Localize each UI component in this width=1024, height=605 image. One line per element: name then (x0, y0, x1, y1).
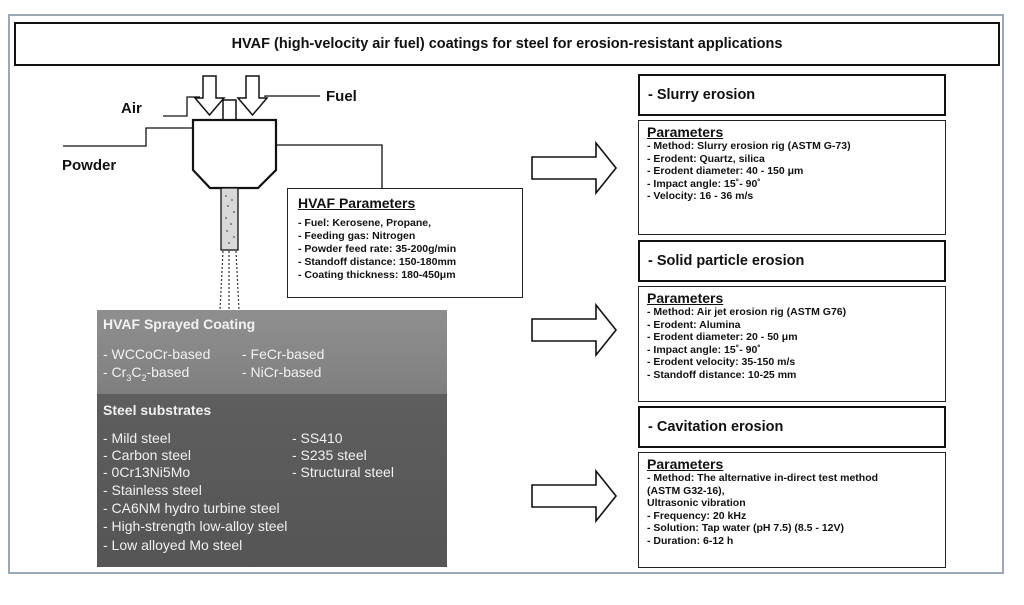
cavitation-param-line: - Solution: Tap water (pH 7.5) (8.5 - 12… (647, 522, 844, 534)
steel-heading: Steel substrates (103, 402, 212, 418)
solid-parameters-heading: Parameters (647, 290, 724, 306)
air-line (163, 96, 200, 117)
steel-item: - Carbon steel (103, 447, 191, 463)
slurry-arrow-icon (531, 140, 618, 196)
fuel-label: Fuel (326, 88, 357, 105)
slurry-erosion-title: - Slurry erosion (648, 87, 756, 103)
cr-sub-2: 2 (141, 372, 147, 383)
cr-suffix: -based (146, 364, 190, 380)
cavitation-erosion-title: - Cavitation erosion (648, 419, 784, 435)
sprayed-coating-layer: HVAF Sprayed Coating - WCCoCr-based - Fe… (97, 310, 447, 394)
powder-label: Powder (62, 157, 117, 174)
coating-item: - NiCr-based (242, 364, 322, 380)
hvaf-param-line: - Feeding gas: Nitrogen (298, 230, 416, 242)
hvaf-parameters-box: HVAF Parameters - Fuel: Kerosene, Propan… (287, 188, 523, 298)
steel-item: - Mild steel (103, 430, 171, 446)
cavitation-arrow-icon (531, 468, 618, 524)
coating-heading: HVAF Sprayed Coating (103, 316, 256, 332)
solid-particle-erosion-title-box: - Solid particle erosion (638, 240, 946, 282)
steel-item: - Stainless steel (103, 482, 202, 498)
solid-param-line: - Erodent diameter: 20 - 50 μm (647, 331, 798, 343)
slurry-erosion-parameters-box: Parameters - Method: Slurry erosion rig … (638, 120, 946, 235)
solid-particle-parameters-box: Parameters - Method: Air jet erosion rig… (638, 286, 946, 402)
powder-line (63, 127, 220, 147)
hvaf-param-line: - Standoff distance: 150-180mm (298, 256, 457, 268)
cavitation-param-line: - Duration: 6-12 h (647, 534, 734, 547)
solid-param-line: - Erodent velocity: 35-150 m/s (647, 356, 796, 368)
hvaf-parameters-heading: HVAF Parameters (298, 195, 416, 211)
slurry-param-line: - Impact angle: 15˚- 90˚ (647, 177, 761, 190)
cavitation-param-line: (ASTM G32-16), (647, 484, 725, 497)
steel-item: - S235 steel (292, 447, 367, 463)
slurry-param-line: - Erodent: Quartz, silica (647, 152, 765, 165)
steel-item: - SS410 (292, 430, 343, 446)
cr-prefix: - Cr (103, 364, 127, 380)
cr-mid: C (131, 364, 142, 380)
fuel-inlet-arrow-icon (236, 75, 269, 117)
steel-item: - Structural steel (292, 464, 394, 480)
slurry-param-line: - Method: Slurry erosion rig (ASTM G-73) (647, 140, 851, 152)
solid-param-line: - Standoff distance: 10-25 mm (647, 368, 797, 381)
coating-item: - FeCr-based (242, 346, 325, 362)
steel-item: - CA6NM hydro turbine steel (103, 500, 280, 516)
hvaf-param-line: - Fuel: Kerosene, Propane, (298, 217, 432, 229)
cavitation-erosion-title-box: - Cavitation erosion (638, 406, 946, 448)
solid-param-line: - Method: Air jet erosion rig (ASTM G76) (647, 306, 847, 318)
spray-jet (219, 250, 240, 311)
cavitation-param-line: - Frequency: 20 kHz (647, 509, 747, 522)
cavitation-parameters-box: Parameters - Method: The alternative in-… (638, 452, 946, 568)
steel-substrate-layer: Steel substrates - Mild steel - Carbon s… (97, 394, 447, 567)
nozzle-texture (225, 195, 235, 244)
coating-item: - WCCoCr-based (103, 346, 211, 362)
fuel-line (264, 95, 320, 97)
air-label: Air (121, 100, 142, 117)
diagram-title-text: HVAF (high-velocity air fuel) coatings f… (231, 36, 783, 52)
cavitation-parameters-heading: Parameters (647, 456, 724, 472)
diagram-title: HVAF (high-velocity air fuel) coatings f… (14, 22, 1000, 66)
slurry-param-line: - Velocity: 16 - 36 m/s (647, 190, 754, 202)
solid-param-line: - Impact angle: 15˚- 90˚ (647, 343, 761, 356)
air-inlet-arrow-icon (193, 75, 226, 117)
slurry-erosion-title-box: - Slurry erosion (638, 74, 946, 116)
cavitation-param-line: Ultrasonic vibration (647, 497, 746, 509)
steel-item: - Low alloyed Mo steel (103, 537, 243, 553)
cavitation-param-line: - Method: The alternative in-direct test… (647, 472, 879, 484)
spray-nozzle (220, 187, 239, 251)
slurry-param-line: - Erodent diameter: 40 - 150 μm (647, 165, 804, 177)
hvaf-param-line: - Coating thickness: 180-450μm (298, 269, 456, 281)
solid-param-line: - Erodent: Alumina (647, 318, 741, 331)
spray-gun-body (191, 118, 278, 190)
slurry-parameters-heading: Parameters (647, 124, 724, 140)
solid-particle-arrow-icon (531, 302, 618, 358)
params-connector-line (265, 144, 383, 188)
coating-item-cr3c2: - Cr3C2-based (103, 364, 189, 383)
steel-item: - 0Cr13Ni5Mo (103, 464, 191, 480)
solid-particle-erosion-title: - Solid particle erosion (648, 253, 805, 269)
hvaf-param-line: - Powder feed rate: 35-200g/min (298, 243, 457, 255)
steel-item: - High-strength low-alloy steel (103, 518, 288, 534)
cr-sub-1: 3 (126, 372, 132, 383)
